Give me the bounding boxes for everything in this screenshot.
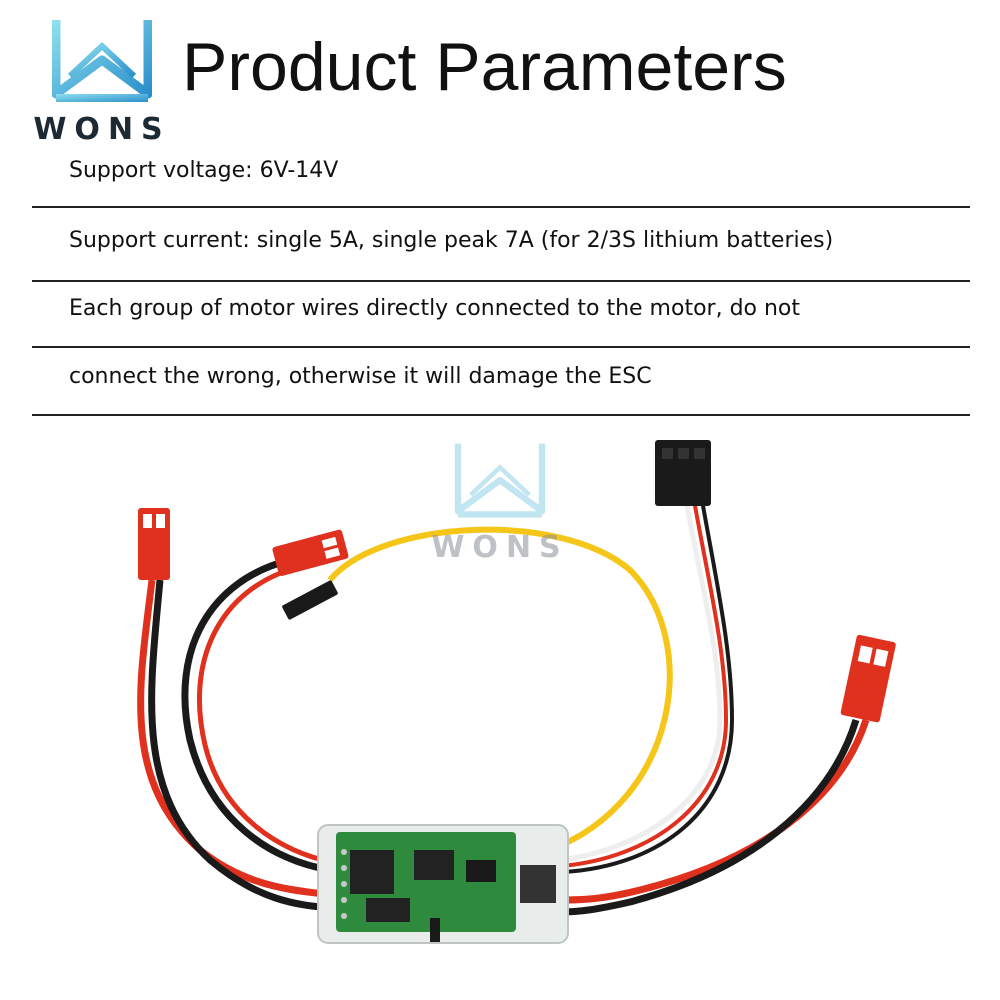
param-warning: connect the wrong, otherwise it will dam…: [69, 364, 652, 389]
wons-logo-icon: [52, 20, 152, 102]
left-jst-connector: [138, 508, 170, 580]
signal-black-wire: [563, 499, 735, 874]
param-current: Support current: single 5A, single peak …: [69, 228, 834, 253]
esc-board: [317, 824, 569, 944]
wons-watermark-icon: [454, 443, 546, 518]
watermark-text: WONS: [431, 530, 569, 565]
param-row-3: Each group of motor wires directly conne…: [32, 282, 970, 348]
motor-jst-connector: [272, 529, 349, 576]
esc-product-image: [137, 440, 896, 944]
right-black-wire: [559, 718, 860, 916]
servo-connector: [655, 440, 711, 506]
param-row-2: Support current: single 5A, single peak …: [32, 208, 970, 282]
brand-logo: WONS: [22, 16, 182, 147]
left-red-wire: [137, 579, 331, 899]
yellow-wire: [327, 526, 673, 853]
right-jst-connector: [840, 634, 896, 723]
signal-red-wire: [561, 499, 729, 868]
yellow-wire-plug: [282, 580, 338, 620]
param-voltage: Support voltage: 6V-14V: [69, 158, 339, 183]
param-wiring-note: Each group of motor wires directly conne…: [69, 296, 801, 321]
page-title: Product Parameters: [182, 29, 787, 105]
motor-red-wire: [196, 565, 333, 865]
param-row-1: Support voltage: 6V-14V: [32, 138, 970, 208]
param-row-4: connect the wrong, otherwise it will dam…: [32, 348, 970, 416]
right-red-wire: [559, 718, 870, 904]
brand-name: WONS: [33, 112, 171, 147]
signal-white-wire: [559, 499, 723, 863]
left-black-wire: [148, 579, 331, 912]
watermark: WONS: [420, 440, 580, 570]
motor-black-wire: [181, 556, 331, 874]
